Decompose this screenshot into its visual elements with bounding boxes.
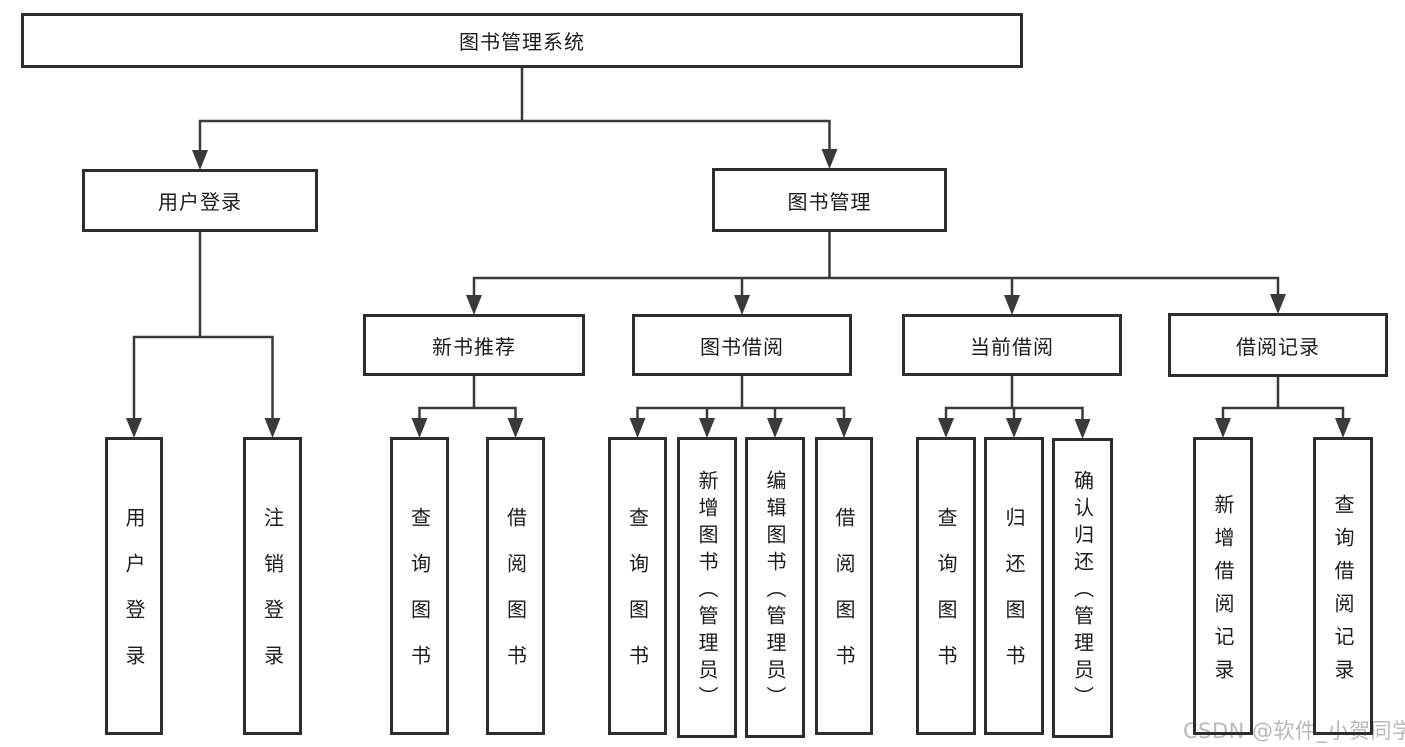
node-label: 用户登录 <box>158 190 242 214</box>
diagram-node-cb-query-book: 查询图书 <box>916 437 976 735</box>
node-label: 图书管理系统 <box>459 30 585 54</box>
node-label: 查询图书 <box>407 507 432 691</box>
node-label: 借阅记录 <box>1236 334 1320 359</box>
node-label: 用户登录 <box>122 507 146 691</box>
diagram-node-new-book-rec: 新书推荐 <box>363 314 585 376</box>
diagram-node-bb-query-book: 查询图书 <box>608 437 667 735</box>
node-label: 图书借阅 <box>700 334 784 359</box>
node-label: 新增图书（管理员） <box>695 469 719 713</box>
node-label: 注销登录 <box>260 507 285 691</box>
watermark-text: CSDN @软件_小贺同学 <box>1183 719 1405 743</box>
diagram-node-book-borrow: 图书借阅 <box>632 314 852 376</box>
node-label: 新增借阅记录 <box>1211 493 1235 692</box>
node-label: 编辑图书（管理员） <box>763 469 787 713</box>
node-label: 确认归还（管理员） <box>1070 470 1095 713</box>
node-label: 当前借阅 <box>970 334 1054 359</box>
diagram-node-bb-add-book: 新增图书（管理员） <box>677 437 737 738</box>
diagram-node-current-borrow: 当前借阅 <box>902 314 1122 376</box>
node-label: 新书推荐 <box>432 334 516 359</box>
diagram-node-cb-confirm-return: 确认归还（管理员） <box>1052 438 1113 738</box>
diagram-node-br-add-record: 新增借阅记录 <box>1193 437 1253 735</box>
node-label: 查询图书 <box>625 507 650 691</box>
diagram-node-nr-borrow-book: 借阅图书 <box>486 437 545 735</box>
node-label: 查询图书 <box>934 507 958 691</box>
diagram-node-bb-edit-book: 编辑图书（管理员） <box>745 437 805 738</box>
diagram-node-ul-user-login: 用户登录 <box>105 437 163 735</box>
diagram-node-user-login: 用户登录 <box>82 169 318 232</box>
node-label: 查询借阅记录 <box>1331 493 1355 692</box>
node-label: 借阅图书 <box>832 507 856 691</box>
node-label: 借阅图书 <box>503 507 528 691</box>
node-label: 归还图书 <box>1002 507 1026 691</box>
diagram-node-nr-query-book: 查询图书 <box>390 437 449 735</box>
diagram-node-root: 图书管理系统 <box>21 13 1023 68</box>
diagram-node-bb-borrow-book: 借阅图书 <box>815 437 873 735</box>
diagram-node-cb-return-book: 归还图书 <box>984 437 1044 735</box>
node-label: 图书管理 <box>787 189 872 214</box>
diagram-node-br-query-record: 查询借阅记录 <box>1313 437 1373 735</box>
diagram-node-ul-logout: 注销登录 <box>243 437 302 735</box>
diagram-node-borrow-record: 借阅记录 <box>1168 313 1388 377</box>
diagram-node-book-mgmt: 图书管理 <box>712 168 947 232</box>
